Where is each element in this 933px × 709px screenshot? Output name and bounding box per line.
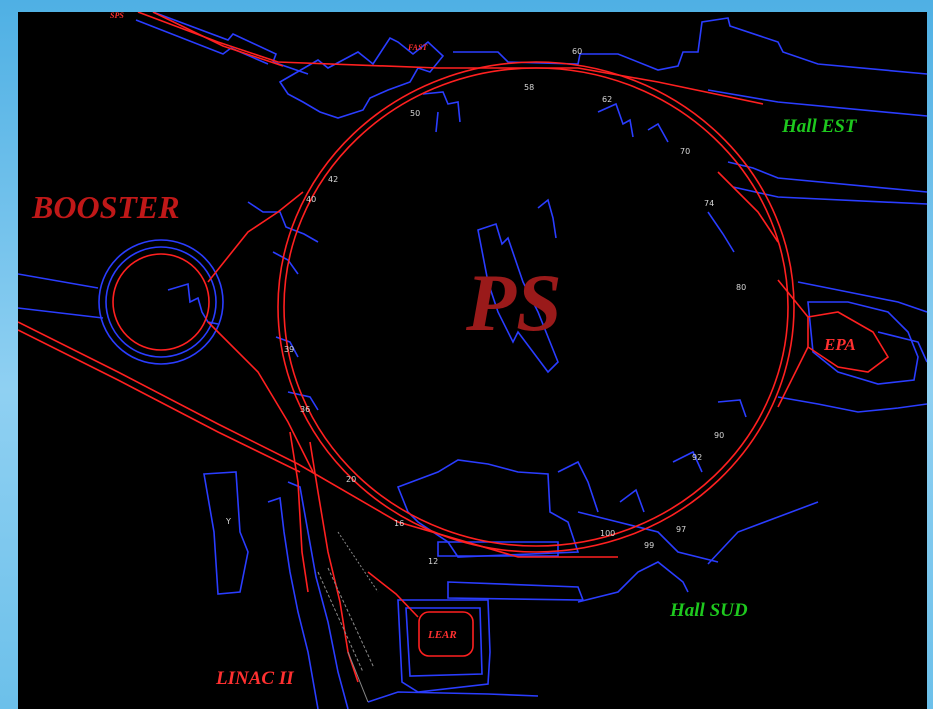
building-left-ring bbox=[247, 201, 319, 243]
building-fast bbox=[278, 36, 445, 119]
booster-transfer bbox=[207, 191, 304, 283]
ps-ring-outer bbox=[277, 61, 795, 553]
ring-number: 99 bbox=[644, 541, 654, 550]
accelerator-map-panel: 60 58 62 50 42 40 70 74 80 39 36 20 16 1… bbox=[18, 12, 927, 709]
linac-line bbox=[18, 321, 618, 558]
ring-numbers: 60 58 62 50 42 40 70 74 80 39 36 20 16 1… bbox=[284, 47, 746, 566]
booster-building bbox=[167, 282, 219, 325]
lear-building bbox=[397, 599, 491, 693]
linac-beam bbox=[289, 431, 309, 593]
building-50 bbox=[422, 91, 461, 123]
ring-number: 20 bbox=[346, 475, 356, 484]
booster-label: BOOSTER bbox=[31, 189, 180, 225]
beamlines bbox=[18, 12, 890, 683]
ps-inner-building bbox=[477, 222, 559, 374]
ring-number: 80 bbox=[736, 283, 746, 292]
ring-number: 100 bbox=[600, 529, 615, 538]
building-right bbox=[727, 161, 927, 193]
ring-number: 92 bbox=[692, 453, 702, 462]
ps-label: PS bbox=[465, 257, 562, 348]
building-left-lower bbox=[267, 496, 319, 709]
building-y bbox=[203, 471, 249, 595]
ring-number: 16 bbox=[394, 519, 404, 528]
building-hall-sud bbox=[577, 561, 689, 603]
booster-ring bbox=[112, 253, 210, 351]
ring-number: 50 bbox=[410, 109, 420, 118]
hall-est-label: Hall EST bbox=[781, 116, 858, 137]
building-62 bbox=[597, 102, 634, 138]
ring-number: 62 bbox=[602, 95, 612, 104]
ring-number: 70 bbox=[680, 147, 690, 156]
lear-label: LEAR bbox=[427, 629, 457, 641]
fast-label: FAST bbox=[407, 43, 428, 52]
ring-number: 58 bbox=[524, 83, 534, 92]
lear-ring bbox=[418, 611, 474, 657]
ring-number: 90 bbox=[714, 431, 724, 440]
y-label: Y bbox=[225, 517, 231, 526]
building-outlines bbox=[18, 12, 927, 709]
ring-number: 97 bbox=[676, 525, 686, 534]
fast-extraction-line bbox=[137, 12, 764, 105]
epa-ring bbox=[807, 311, 890, 373]
ring-number: 40 bbox=[306, 195, 316, 204]
linac-structure bbox=[317, 531, 379, 703]
ring-number: 42 bbox=[328, 175, 338, 184]
ring-number: 36 bbox=[300, 405, 310, 414]
building-top-left bbox=[152, 12, 309, 75]
sps-label: SPS bbox=[110, 12, 124, 20]
ring-number: 74 bbox=[704, 199, 714, 208]
building-top-right bbox=[453, 17, 927, 75]
booster-outer-ring bbox=[98, 239, 224, 365]
ring-number: 12 bbox=[428, 557, 438, 566]
ring-number: 60 bbox=[572, 47, 582, 56]
ring-number: 39 bbox=[284, 345, 294, 354]
epa-building bbox=[807, 301, 919, 385]
hall-sud-label: Hall SUD bbox=[669, 600, 748, 621]
epa-label: EPA bbox=[823, 335, 856, 354]
linac-label: LINAC II bbox=[215, 668, 294, 689]
accelerator-diagram: 60 58 62 50 42 40 70 74 80 39 36 20 16 1… bbox=[18, 12, 927, 709]
building-south-central bbox=[396, 459, 580, 558]
